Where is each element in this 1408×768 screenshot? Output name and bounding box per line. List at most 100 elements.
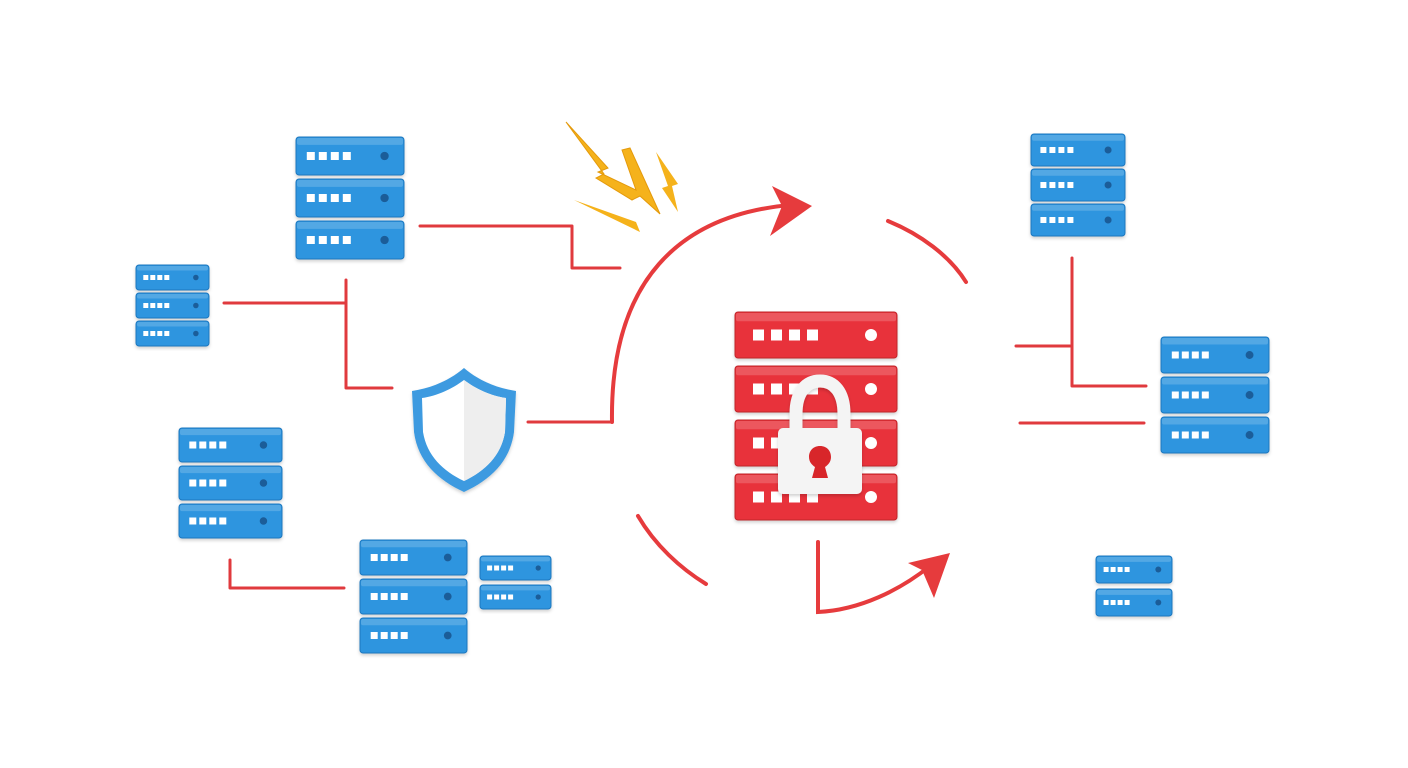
server-unit (1030, 203, 1126, 237)
drive-slot (494, 594, 500, 600)
server-unit-body (1030, 203, 1126, 237)
server-unit (359, 617, 468, 654)
drive-slot (1067, 147, 1074, 153)
server-unit (734, 311, 898, 359)
drive-slot (189, 479, 197, 487)
drive-slot (508, 594, 514, 600)
drive-slot (501, 565, 507, 571)
server-unit-body (1095, 588, 1173, 617)
drive-slot (330, 152, 339, 160)
drive-slot (1181, 431, 1189, 439)
drive-slot (189, 517, 197, 525)
drive-slot (189, 441, 197, 449)
drive-slot (1191, 391, 1199, 399)
status-led (443, 592, 452, 601)
drive-slot (380, 632, 388, 639)
flow-arrowheads (770, 186, 950, 598)
server-unit (1095, 555, 1173, 584)
drive-slot (1103, 567, 1109, 572)
status-led (443, 631, 452, 640)
server-unit (135, 320, 210, 347)
drive-slot (164, 331, 170, 336)
drive-slot (753, 437, 764, 449)
server-unit-body (178, 503, 283, 539)
drive-slot (150, 275, 156, 280)
server-unit (135, 264, 210, 291)
drive-slot (1058, 182, 1065, 188)
server-unit-highlight (361, 619, 466, 626)
shield-icon (412, 368, 516, 492)
flow-arcs (609, 203, 968, 615)
drive-slot (771, 383, 782, 395)
drive-slot (1201, 391, 1209, 399)
padlock-shackle (789, 374, 851, 447)
drive-slot (380, 593, 388, 600)
server-unit-body (1160, 416, 1270, 454)
server-unit-body (135, 320, 210, 347)
server-unit-highlight (1162, 418, 1268, 425)
server-unit (1030, 168, 1126, 202)
drive-slot (1201, 431, 1209, 439)
drive-slot (789, 329, 800, 341)
server-unit-highlight (1097, 557, 1171, 562)
drive-slot (1191, 431, 1199, 439)
drive-slot (370, 593, 378, 600)
drive-slot (330, 194, 339, 202)
server-unit (479, 584, 552, 610)
drive-slot (306, 152, 315, 160)
drive-slot (1058, 147, 1065, 153)
drive-slot (789, 491, 800, 503)
status-led (380, 235, 389, 245)
server-unit-body (1030, 168, 1126, 202)
server-unit-body (178, 465, 283, 501)
drive-slot (143, 303, 149, 308)
drive-slot (1058, 217, 1065, 223)
connector-line (228, 558, 346, 590)
server-stacks (135, 133, 1270, 654)
server-stack-bottom-center-small (479, 555, 552, 610)
connector-line (418, 224, 622, 270)
drive-slot (1191, 351, 1199, 359)
server-unit-highlight (361, 541, 466, 548)
drive-slot (306, 194, 315, 202)
server-stack-top-left (295, 136, 405, 260)
status-led (865, 437, 877, 449)
status-led (1245, 391, 1254, 399)
drive-slot (1124, 600, 1130, 605)
server-unit-highlight (137, 266, 208, 271)
status-led (1104, 216, 1112, 224)
status-led (259, 517, 268, 525)
drive-slot (1171, 391, 1179, 399)
server-unit-highlight (736, 421, 896, 430)
server-unit-highlight (481, 557, 550, 562)
server-unit-highlight (137, 322, 208, 327)
drive-slot (209, 441, 217, 449)
drive-slot (390, 632, 398, 639)
drive-slot (164, 303, 170, 308)
drive-slot (330, 236, 339, 244)
drive-slot (807, 491, 818, 503)
drive-slot (150, 331, 156, 336)
drive-slot (771, 491, 782, 503)
status-led (259, 441, 268, 449)
server-unit-body (479, 584, 552, 610)
drive-slot (318, 152, 327, 160)
server-unit-body (1160, 376, 1270, 414)
server-unit-highlight (297, 138, 403, 145)
server-unit (479, 555, 552, 581)
status-led (535, 565, 541, 571)
drive-slot (219, 441, 227, 449)
status-led (1155, 599, 1162, 606)
drive-slot (1049, 217, 1056, 223)
status-led (1104, 181, 1112, 189)
drive-slot (219, 517, 227, 525)
server-unit-body (359, 578, 468, 615)
server-unit-body (1160, 336, 1270, 374)
server-unit-body (479, 555, 552, 581)
drive-slot (1124, 567, 1130, 572)
drive-slot (753, 491, 764, 503)
server-unit (135, 292, 210, 319)
status-led (865, 491, 877, 503)
server-unit-body (359, 617, 468, 654)
